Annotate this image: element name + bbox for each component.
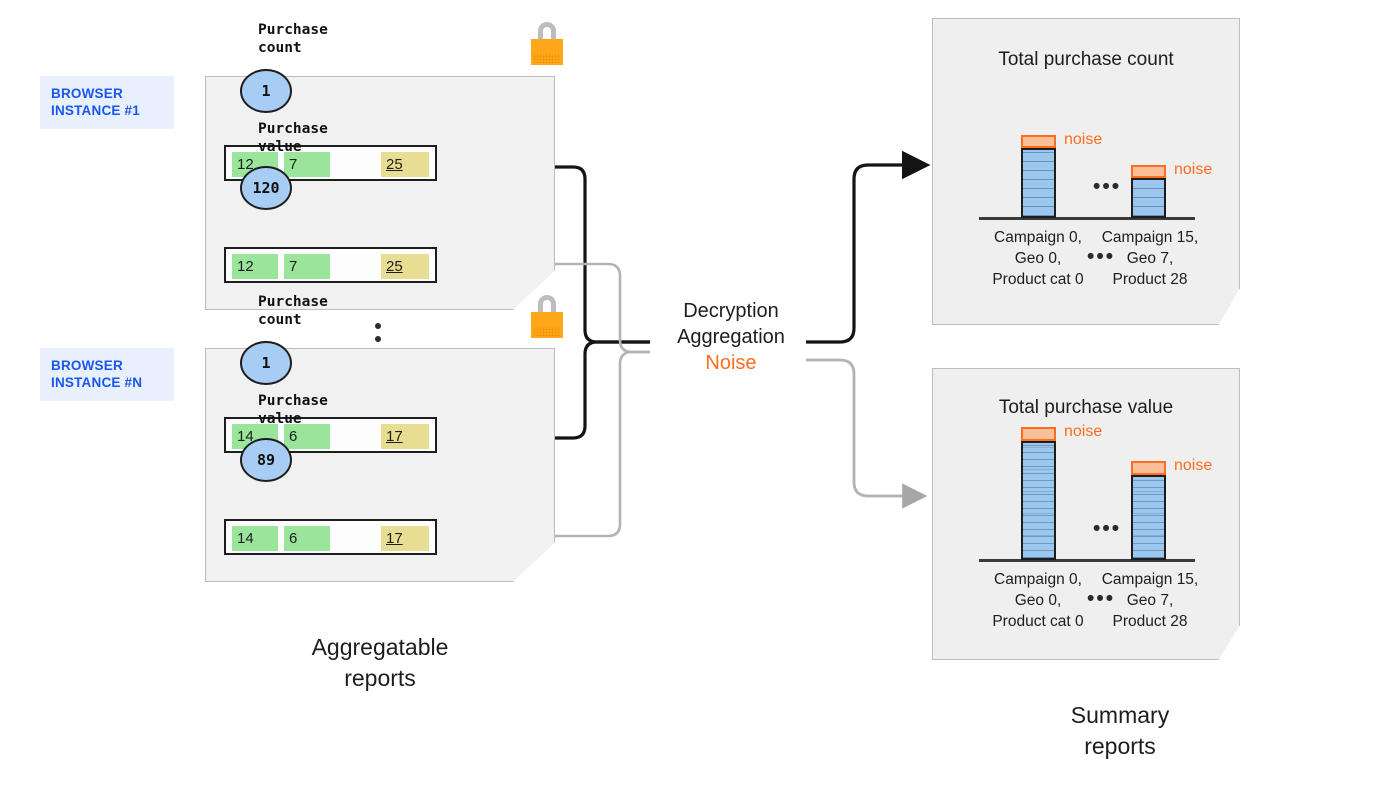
chart-ellipsis: ••• — [1093, 517, 1122, 540]
noise-cap-2 — [1131, 461, 1166, 475]
padlock-body — [531, 312, 563, 338]
chart-ellipsis: ••• — [1093, 175, 1122, 198]
summary-report-card-count[interactable]: Total purchase count noise ••• noise Cam… — [932, 18, 1240, 325]
noise-cap-2 — [1131, 165, 1166, 178]
process-node: Decryption Aggregation Noise — [656, 298, 806, 376]
category-label-1: Campaign 0, Geo 0, Product cat 0 — [992, 571, 1084, 630]
purchase-value-label-n: Purchase value — [258, 393, 328, 427]
noise-cap-1 — [1021, 135, 1056, 148]
aggregatable-reports-caption: Aggregatable reports — [311, 634, 449, 691]
payload-cell-green-1: 6 — [284, 526, 330, 551]
plot-value: noise ••• noise Campaign 0, Geo 0, Produ… — [933, 369, 1239, 659]
padlock-shackle — [538, 295, 556, 315]
noise-label-1: noise — [1064, 423, 1103, 440]
padlock-icon — [530, 22, 564, 66]
browser-instance-n-badge: BROWSER INSTANCE #N — [40, 348, 174, 401]
payload-cell-yellow: 17 — [381, 526, 429, 551]
bar-2 — [1131, 178, 1166, 218]
noise-label-2: noise — [1174, 161, 1213, 178]
browser-instance-1-badge: BROWSER INSTANCE #1 — [40, 76, 174, 129]
purchase-count-node-n[interactable]: 1 — [240, 341, 292, 385]
process-noise: Noise — [705, 352, 757, 374]
process-decryption: Decryption — [683, 300, 779, 322]
noise-label-1: noise — [1064, 131, 1103, 148]
category-label-2: Campaign 15, Geo 7, Product 28 — [1101, 571, 1199, 630]
payload-cell-green-1: 7 — [284, 254, 330, 279]
payload-cell-green-1: 6 — [284, 424, 330, 449]
noise-cap-1 — [1021, 427, 1056, 441]
summary-report-card-value[interactable]: Total purchase value noise ••• noise Cam… — [932, 368, 1240, 660]
payload-cell-green-1: 7 — [284, 152, 330, 177]
wire-to-value-report — [806, 358, 928, 509]
padlock-body — [531, 39, 563, 65]
noise-label-2: noise — [1174, 457, 1213, 474]
purchase-count-label-n: Purchase count — [258, 294, 328, 328]
payload-row-value-1: 12 7 25 — [224, 247, 437, 283]
padlock-shackle — [538, 22, 556, 42]
purchase-value-label-1: Purchase value — [258, 121, 328, 155]
x-axis — [979, 559, 1195, 562]
purchase-count-label-1: Purchase count — [258, 22, 328, 56]
summary-title-count: Total purchase count — [998, 49, 1174, 70]
category-label-1: Campaign 0, Geo 0, Product cat 0 — [992, 229, 1084, 288]
purchase-value-node-n[interactable]: 89 — [240, 438, 292, 482]
payload-cell-yellow: 17 — [381, 424, 429, 449]
wire-to-count-report — [806, 150, 931, 344]
payload-cell-yellow: 25 — [381, 254, 429, 279]
padlock-icon — [530, 295, 564, 339]
payload-row-count-n: 14 6 17 — [224, 417, 437, 453]
x-axis — [979, 217, 1195, 220]
purchase-value-node-1[interactable]: 120 — [240, 166, 292, 210]
payload-cell-green-0: 14 — [232, 526, 278, 551]
payload-row-value-n: 14 6 17 — [224, 519, 437, 555]
purchase-count-node-1[interactable]: 1 — [240, 69, 292, 113]
payload-cell-green-0: 12 — [232, 254, 278, 279]
summary-reports-caption: Summary reports — [1070, 702, 1170, 759]
summary-title-value: Total purchase value — [998, 397, 1174, 418]
bar-2 — [1131, 475, 1166, 560]
process-aggregation: Aggregation — [677, 326, 785, 348]
bar-1 — [1021, 148, 1056, 218]
category-label-2: Campaign 15, Geo 7, Product 28 — [1101, 229, 1199, 288]
plot-count: noise ••• noise Campaign 0, Geo 0, Produ… — [933, 19, 1239, 324]
payload-cell-yellow: 25 — [381, 152, 429, 177]
bar-1 — [1021, 441, 1056, 560]
